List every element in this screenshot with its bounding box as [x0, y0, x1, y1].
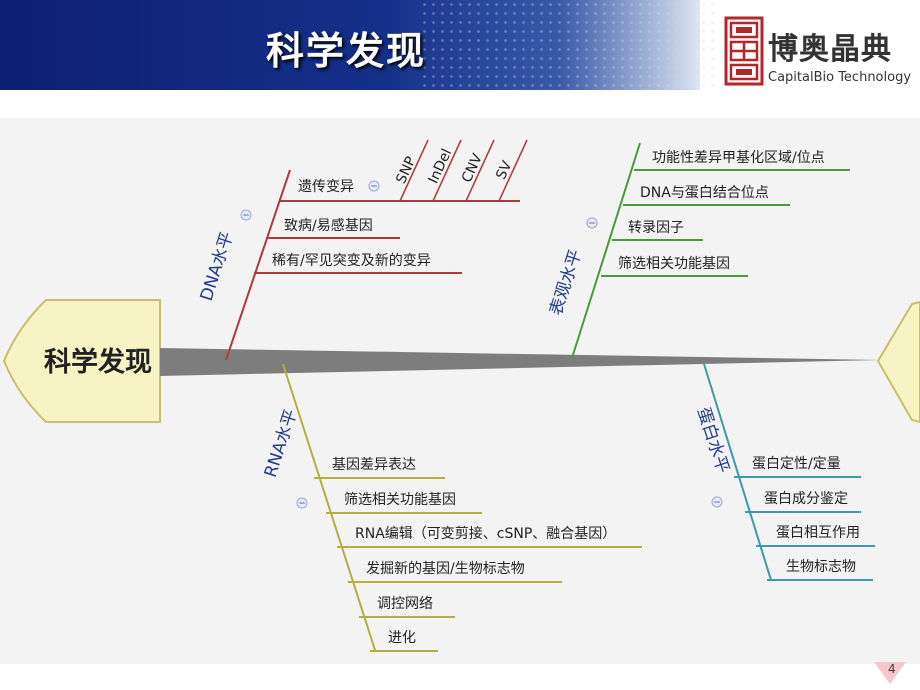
dna-item-label: 遗传变异	[298, 179, 354, 195]
header: 科学发现 博奥晶典 CapitalBio Technology	[0, 0, 920, 90]
dna-sub-line	[465, 139, 495, 202]
branch-rna-bone	[282, 363, 376, 651]
fishbone-diagram: 科学发现 DNA水平 遗传变异 SNP InDel CNV SV 致病/易感基因	[2, 139, 920, 652]
dna-sub-label: SV	[493, 158, 515, 182]
phen-item-label: 转录因子	[628, 220, 684, 236]
rna-item-label: 进化	[388, 630, 416, 646]
fish-tail	[876, 300, 920, 424]
prot-item-label: 蛋白相互作用	[776, 525, 860, 541]
dna-sub-label: InDel	[425, 146, 455, 186]
branch-phen-label: 表观水平	[546, 247, 586, 318]
logo-subtitle: CapitalBio Technology	[768, 70, 912, 85]
header-dot-pattern	[420, 0, 720, 90]
dna-item-label: 稀有/罕见突变及新的变异	[272, 253, 431, 269]
branch-rna-label: RNA水平	[261, 407, 302, 480]
diagram-area: 科学发现 DNA水平 遗传变异 SNP InDel CNV SV 致病/易感基因	[0, 118, 920, 664]
dna-sub-line	[399, 139, 429, 202]
prot-item-label: 生物标志物	[786, 559, 856, 575]
branch-dna: DNA水平 遗传变异 SNP InDel CNV SV 致病/易感基因 稀有/罕…	[197, 139, 528, 361]
fish-head-label: 科学发现	[44, 346, 152, 378]
branch-prot: 蛋白水平 蛋白定性/定量 蛋白成分鉴定 蛋白相互作用 生物标志物	[693, 363, 875, 581]
prot-item-label: 蛋白定性/定量	[752, 456, 841, 472]
corner-arrow-icon	[874, 662, 906, 684]
rna-item-label: 筛选相关功能基因	[344, 491, 456, 508]
logo	[718, 14, 918, 90]
phen-item-label: 功能性差异甲基化区域/位点	[652, 149, 825, 166]
branch-prot-bone	[703, 363, 772, 581]
logo-name: 博奥晶典	[768, 32, 892, 67]
prot-item-label: 蛋白成分鉴定	[764, 491, 848, 507]
dna-sub-line	[432, 139, 462, 202]
header-banner	[0, 0, 700, 90]
logo-seal-icon	[724, 16, 764, 86]
fish-spine	[160, 348, 880, 376]
dna-sub-label: SNP	[393, 154, 419, 186]
rna-item-label: 发掘新的基因/生物标志物	[366, 560, 525, 577]
phen-item-label: 筛选相关功能基因	[618, 255, 730, 272]
rna-item-label: RNA编辑（可变剪接、cSNP、融合基因）	[355, 525, 616, 542]
page-number: 4	[888, 662, 896, 676]
dna-sub-line	[498, 139, 528, 202]
phen-item-label: DNA与蛋白结合位点	[640, 185, 769, 201]
rna-item-label: 调控网络	[377, 596, 433, 612]
rna-item-label: 基因差异表达	[332, 456, 416, 473]
branch-phen-bone	[571, 142, 641, 359]
dna-item-label: 致病/易感基因	[284, 217, 373, 234]
branch-phen: 表观水平 功能性差异甲基化区域/位点 DNA与蛋白结合位点 转录因子 筛选相关功…	[546, 142, 850, 359]
branch-dna-label: DNA水平	[197, 229, 238, 303]
branch-rna: RNA水平 基因差异表达 筛选相关功能基因 RNA编辑（可变剪接、cSNP、融合…	[261, 363, 642, 652]
dna-sub-label: CNV	[459, 151, 486, 185]
slide-title: 科学发现	[266, 29, 427, 73]
fish-head-shape	[2, 299, 161, 423]
